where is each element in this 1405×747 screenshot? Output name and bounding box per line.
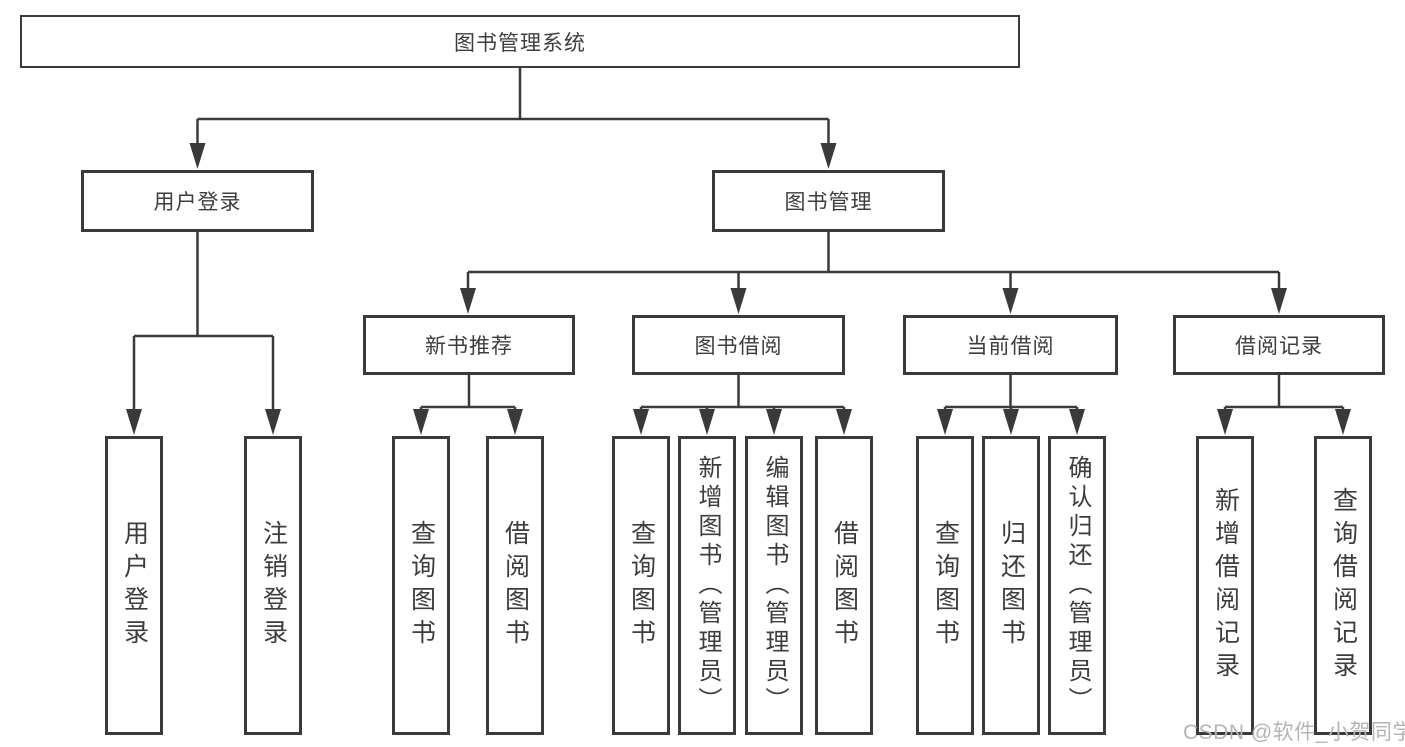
node-root: 图书管理系统 (20, 15, 1020, 68)
node-new-book-recommendation: 新书推荐 (363, 315, 575, 375)
leaf-confirm-return-admin: 确认归还（管理员） (1048, 436, 1106, 735)
leaf-edit-books-admin: 编辑图书（管理员） (745, 436, 803, 735)
node-current-borrowing: 当前借阅 (903, 315, 1118, 375)
leaf-query-books-recommend: 查询图书 (392, 436, 450, 735)
leaf-add-borrow-record: 新增借阅记录 (1196, 436, 1254, 735)
node-book-borrowing: 图书借阅 (632, 315, 845, 375)
leaf-logout-login: 注销登录 (244, 436, 302, 735)
leaf-query-books-current: 查询图书 (916, 436, 974, 735)
leaf-user-login: 用户登录 (105, 436, 163, 735)
leaf-borrow-books-recommend: 借阅图书 (486, 436, 544, 735)
leaf-add-books-admin: 新增图书（管理员） (678, 436, 736, 735)
leaf-query-borrow-record: 查询借阅记录 (1314, 436, 1372, 735)
leaf-return-books: 归还图书 (982, 436, 1040, 735)
leaf-query-books-borrowing: 查询图书 (612, 436, 670, 735)
node-book-management: 图书管理 (712, 170, 945, 232)
watermark: CSDN @软件_小贺同学 (1183, 721, 1405, 744)
node-user-login: 用户登录 (81, 170, 314, 232)
node-borrowing-records: 借阅记录 (1173, 315, 1385, 375)
leaf-borrow-books-borrowing: 借阅图书 (815, 436, 873, 735)
